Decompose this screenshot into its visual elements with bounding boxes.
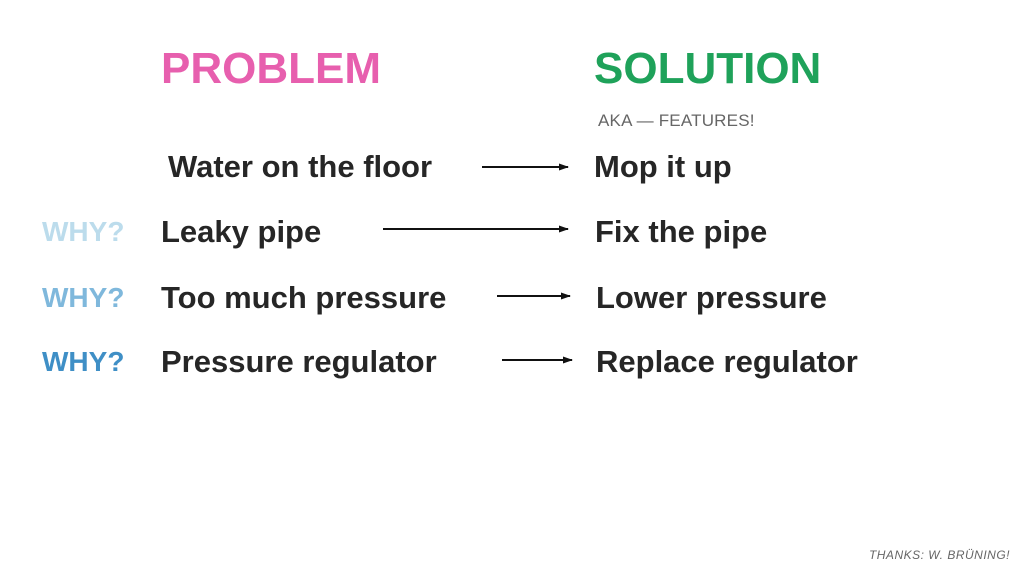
problem-heading: PROBLEM: [161, 44, 381, 93]
solution-row-2: Fix the pipe: [595, 214, 768, 249]
problem-row-2: Leaky pipe: [161, 214, 322, 249]
why-label-3: WHY?: [42, 346, 125, 377]
why-label-1: WHY?: [42, 216, 125, 247]
problem-row-4: Pressure regulator: [161, 344, 437, 379]
solution-heading: SOLUTION: [594, 44, 822, 93]
aka-features-subtitle: AKA — FEATURES!: [598, 111, 755, 130]
solution-row-3: Lower pressure: [596, 280, 827, 315]
credit-note: THANKS: W. BRÜNING!: [868, 548, 1010, 562]
solution-row-4: Replace regulator: [596, 344, 858, 379]
problem-row-3: Too much pressure: [161, 280, 447, 315]
problem-row-1: Water on the floor: [168, 149, 433, 184]
solution-row-1: Mop it up: [594, 149, 732, 184]
why-label-2: WHY?: [42, 282, 125, 313]
